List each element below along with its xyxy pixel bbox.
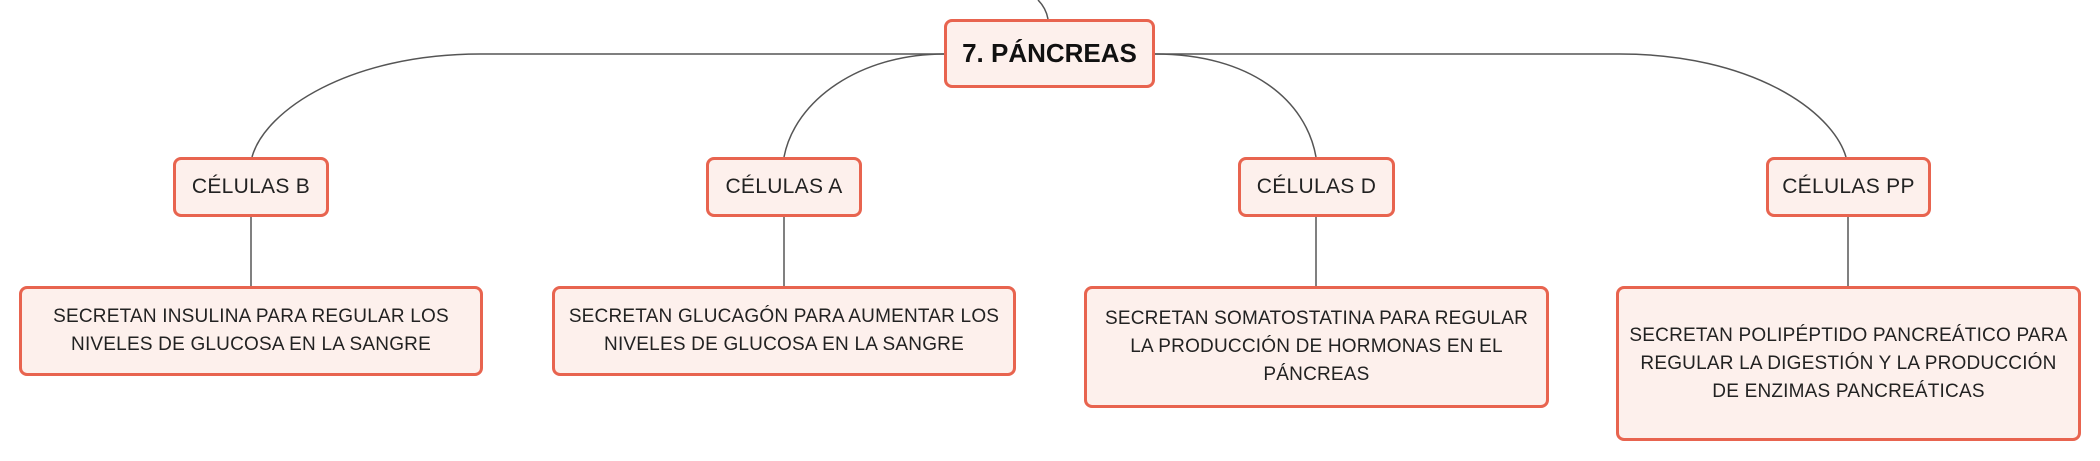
description-text: SECRETAN GLUCAGÓN PARA AUMENTAR LOS NIVE… [568,306,1000,355]
connector-root-cell-d [1154,53,1317,158]
root-node-label: 7. PÁNCREAS [962,38,1137,68]
connector-parent [1037,0,1049,20]
cell-node-d[interactable]: CÉLULAS D [1238,157,1395,217]
root-node[interactable]: 7. PÁNCREAS [944,19,1155,88]
description-text: SECRETAN SOMATOSTATINA PARA REGULAR LA P… [1105,308,1528,385]
connector-root-cell-b [251,53,944,158]
cell-node-label: CÉLULAS PP [1782,175,1915,198]
cell-node-a[interactable]: CÉLULAS A [706,157,862,217]
cell-node-label: CÉLULAS B [191,175,311,198]
cell-node-label: CÉLULAS A [725,175,843,198]
connector-root-cell-a [783,53,945,158]
connector-root-cell-pp [1155,53,1847,158]
description-node-d[interactable]: SECRETAN SOMATOSTATINA PARA REGULAR LA P… [1084,286,1549,408]
description-text: SECRETAN INSULINA PARA REGULAR LOS NIVEL… [53,306,449,355]
cell-node-pp[interactable]: CÉLULAS PP [1766,157,1931,217]
cell-node-label: CÉLULAS D [1256,175,1377,198]
cell-node-b[interactable]: CÉLULAS B [173,157,329,217]
description-node-a[interactable]: SECRETAN GLUCAGÓN PARA AUMENTAR LOS NIVE… [552,286,1016,376]
description-text: SECRETAN POLIPÉPTIDO PANCREÁTICO PARA RE… [1629,324,2068,402]
description-node-pp[interactable]: SECRETAN POLIPÉPTIDO PANCREÁTICO PARA RE… [1616,286,2081,441]
description-node-b[interactable]: SECRETAN INSULINA PARA REGULAR LOS NIVEL… [19,286,483,376]
